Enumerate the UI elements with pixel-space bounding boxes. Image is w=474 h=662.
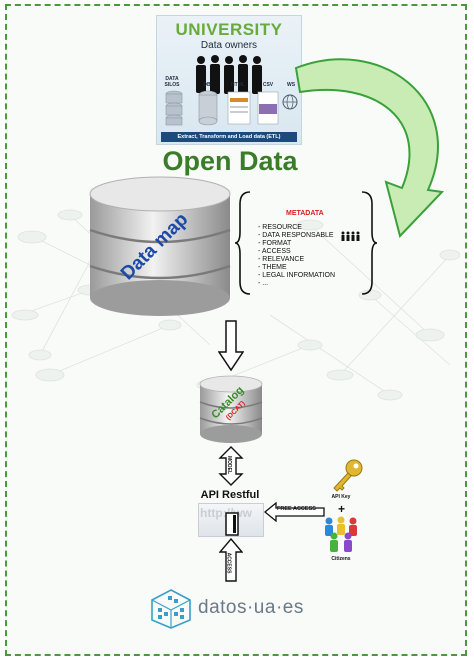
data-owners-label: Data owners (200, 40, 258, 51)
csv-icon (257, 91, 279, 125)
citizens-label: Citizens (331, 556, 351, 562)
source-label-html: HTML (231, 82, 245, 88)
metadata-left-brace (234, 191, 251, 295)
metadata-item: - LEGAL INFORMATION (258, 272, 336, 279)
free-access-arrow (264, 502, 325, 522)
metadata-item: - RELEVANCE (258, 256, 305, 263)
access-label: ACCESS (225, 552, 232, 574)
api-key-label: API Key (331, 494, 351, 500)
citizens-icon (325, 516, 357, 552)
data-owners-people-icon (196, 55, 262, 94)
responsible-people-icon (341, 231, 360, 241)
metadata-item: - DATA RESPONSABLE (258, 232, 334, 239)
source-label-csv: CSV (262, 82, 274, 88)
down-hollow-arrow (218, 320, 244, 372)
source-label-ws: WS (286, 82, 296, 88)
plus-icon: + (338, 502, 346, 516)
metadata-title: METADATA (286, 210, 324, 217)
datos-ua-es-logo-text: datos·ua·es (198, 597, 304, 618)
source-label-data-silos: DATA SILOS (164, 76, 180, 88)
data-map-database-icon (89, 176, 231, 316)
metadata-item: - THEME (258, 264, 287, 271)
catalog-database-icon (199, 375, 263, 443)
metadata-item: - RESOURCE (258, 224, 302, 231)
model-double-arrow (218, 446, 244, 486)
access-up-arrow (219, 538, 243, 582)
source-label-db: DB (203, 82, 211, 88)
metadata-item: - ACCESS (258, 248, 291, 255)
datos-ua-cube-logo-icon (151, 589, 191, 629)
db-icon (198, 90, 218, 126)
data-silos-icon (165, 90, 183, 126)
etl-bar: Extract, Transform and Load data (ETL) (161, 132, 297, 142)
web-service-globe-icon (282, 94, 298, 110)
university-box: UNIVERSITY Data owners DATA SILOS DB HTM… (156, 15, 302, 145)
html-icon (227, 91, 251, 125)
api-restful-title: API Restful (200, 489, 260, 501)
metadata-item: - FORMAT (258, 240, 292, 247)
free-access-label: FREE ACCESS (277, 506, 316, 512)
metadata-item: - ... (258, 280, 269, 287)
door-icon (225, 512, 239, 536)
metadata-right-brace (361, 191, 378, 295)
open-data-title: Open Data (162, 146, 298, 176)
university-title: UNIVERSITY (175, 20, 283, 39)
model-label: MODEL (226, 455, 233, 475)
api-key-icon (333, 459, 363, 492)
green-curved-arrow (294, 58, 445, 238)
